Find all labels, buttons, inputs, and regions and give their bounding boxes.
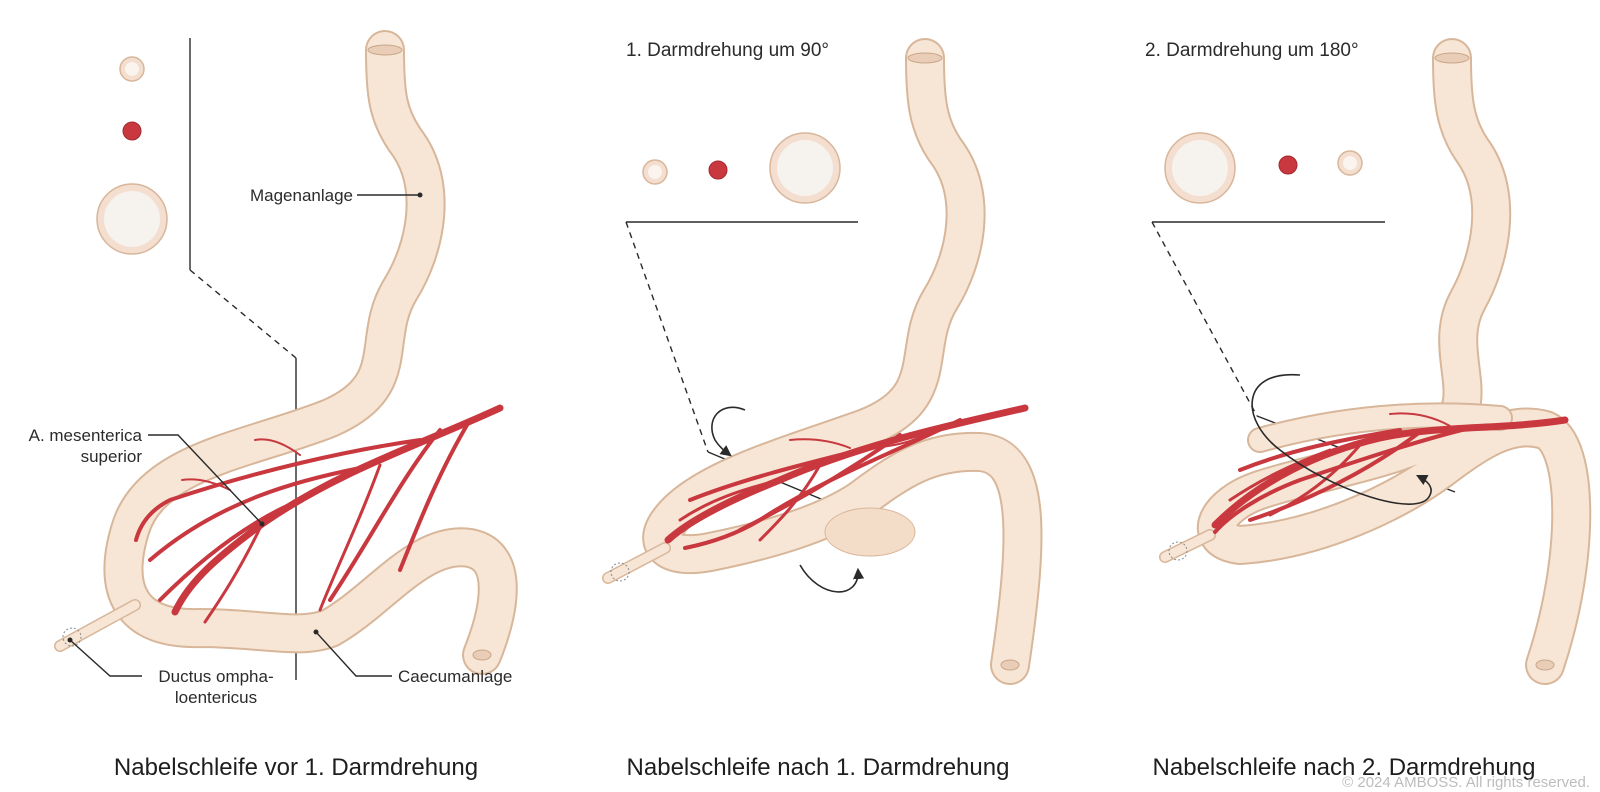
superior-mesenteric-artery <box>664 404 1029 550</box>
label-artery-line2: superior <box>81 447 143 466</box>
label-duct-line2: loentericus <box>175 688 257 707</box>
superior-mesenteric-artery <box>134 404 504 624</box>
cross-section-legend <box>642 132 841 204</box>
label-duct-line1: Ductus ompha- <box>158 667 273 686</box>
label-caecum: Caecumanlage <box>398 667 512 686</box>
caption-panel-3: Nabelschleife nach 2. Darmdrehung <box>1153 754 1536 781</box>
rotation-arrow <box>1251 373 1432 505</box>
leader-caecum <box>315 631 392 677</box>
title-panel-3: 2. Darmdrehung um 180° <box>1145 40 1359 61</box>
superior-mesenteric-artery <box>1211 412 1569 534</box>
rotation-arrow-top <box>711 406 746 457</box>
leader-artery <box>148 434 263 525</box>
copyright-notice: © 2024 AMBOSS. All rights reserved. <box>1342 774 1590 791</box>
axis-line-dashed <box>625 221 709 453</box>
leader-duct <box>69 639 142 677</box>
panel-after-second-rotation: 2. Darmdrehung um 180° <box>1145 38 1592 781</box>
cross-section-legend <box>96 56 168 255</box>
label-stomach: Magenanlage <box>250 186 353 205</box>
gut-tube <box>54 30 518 675</box>
gut-tube <box>602 38 1043 685</box>
title-panel-2: 1. Darmdrehung um 90° <box>626 40 829 61</box>
axis-line-dashed <box>189 269 297 359</box>
label-artery-line1: A. mesenterica <box>29 426 143 445</box>
panel-after-first-rotation: 1. Darmdrehung um 90° <box>602 38 1043 781</box>
caption-panel-1: Nabelschleife vor 1. Darmdrehung <box>114 754 478 781</box>
axis-line-dashed <box>1151 221 1258 417</box>
panel-before-rotation: Magenanlage A. mesenterica superior Duct… <box>29 30 518 781</box>
caption-panel-2: Nabelschleife nach 1. Darmdrehung <box>627 754 1010 781</box>
cross-section-legend <box>1164 132 1363 204</box>
rotation-arrow-bottom <box>799 564 865 593</box>
